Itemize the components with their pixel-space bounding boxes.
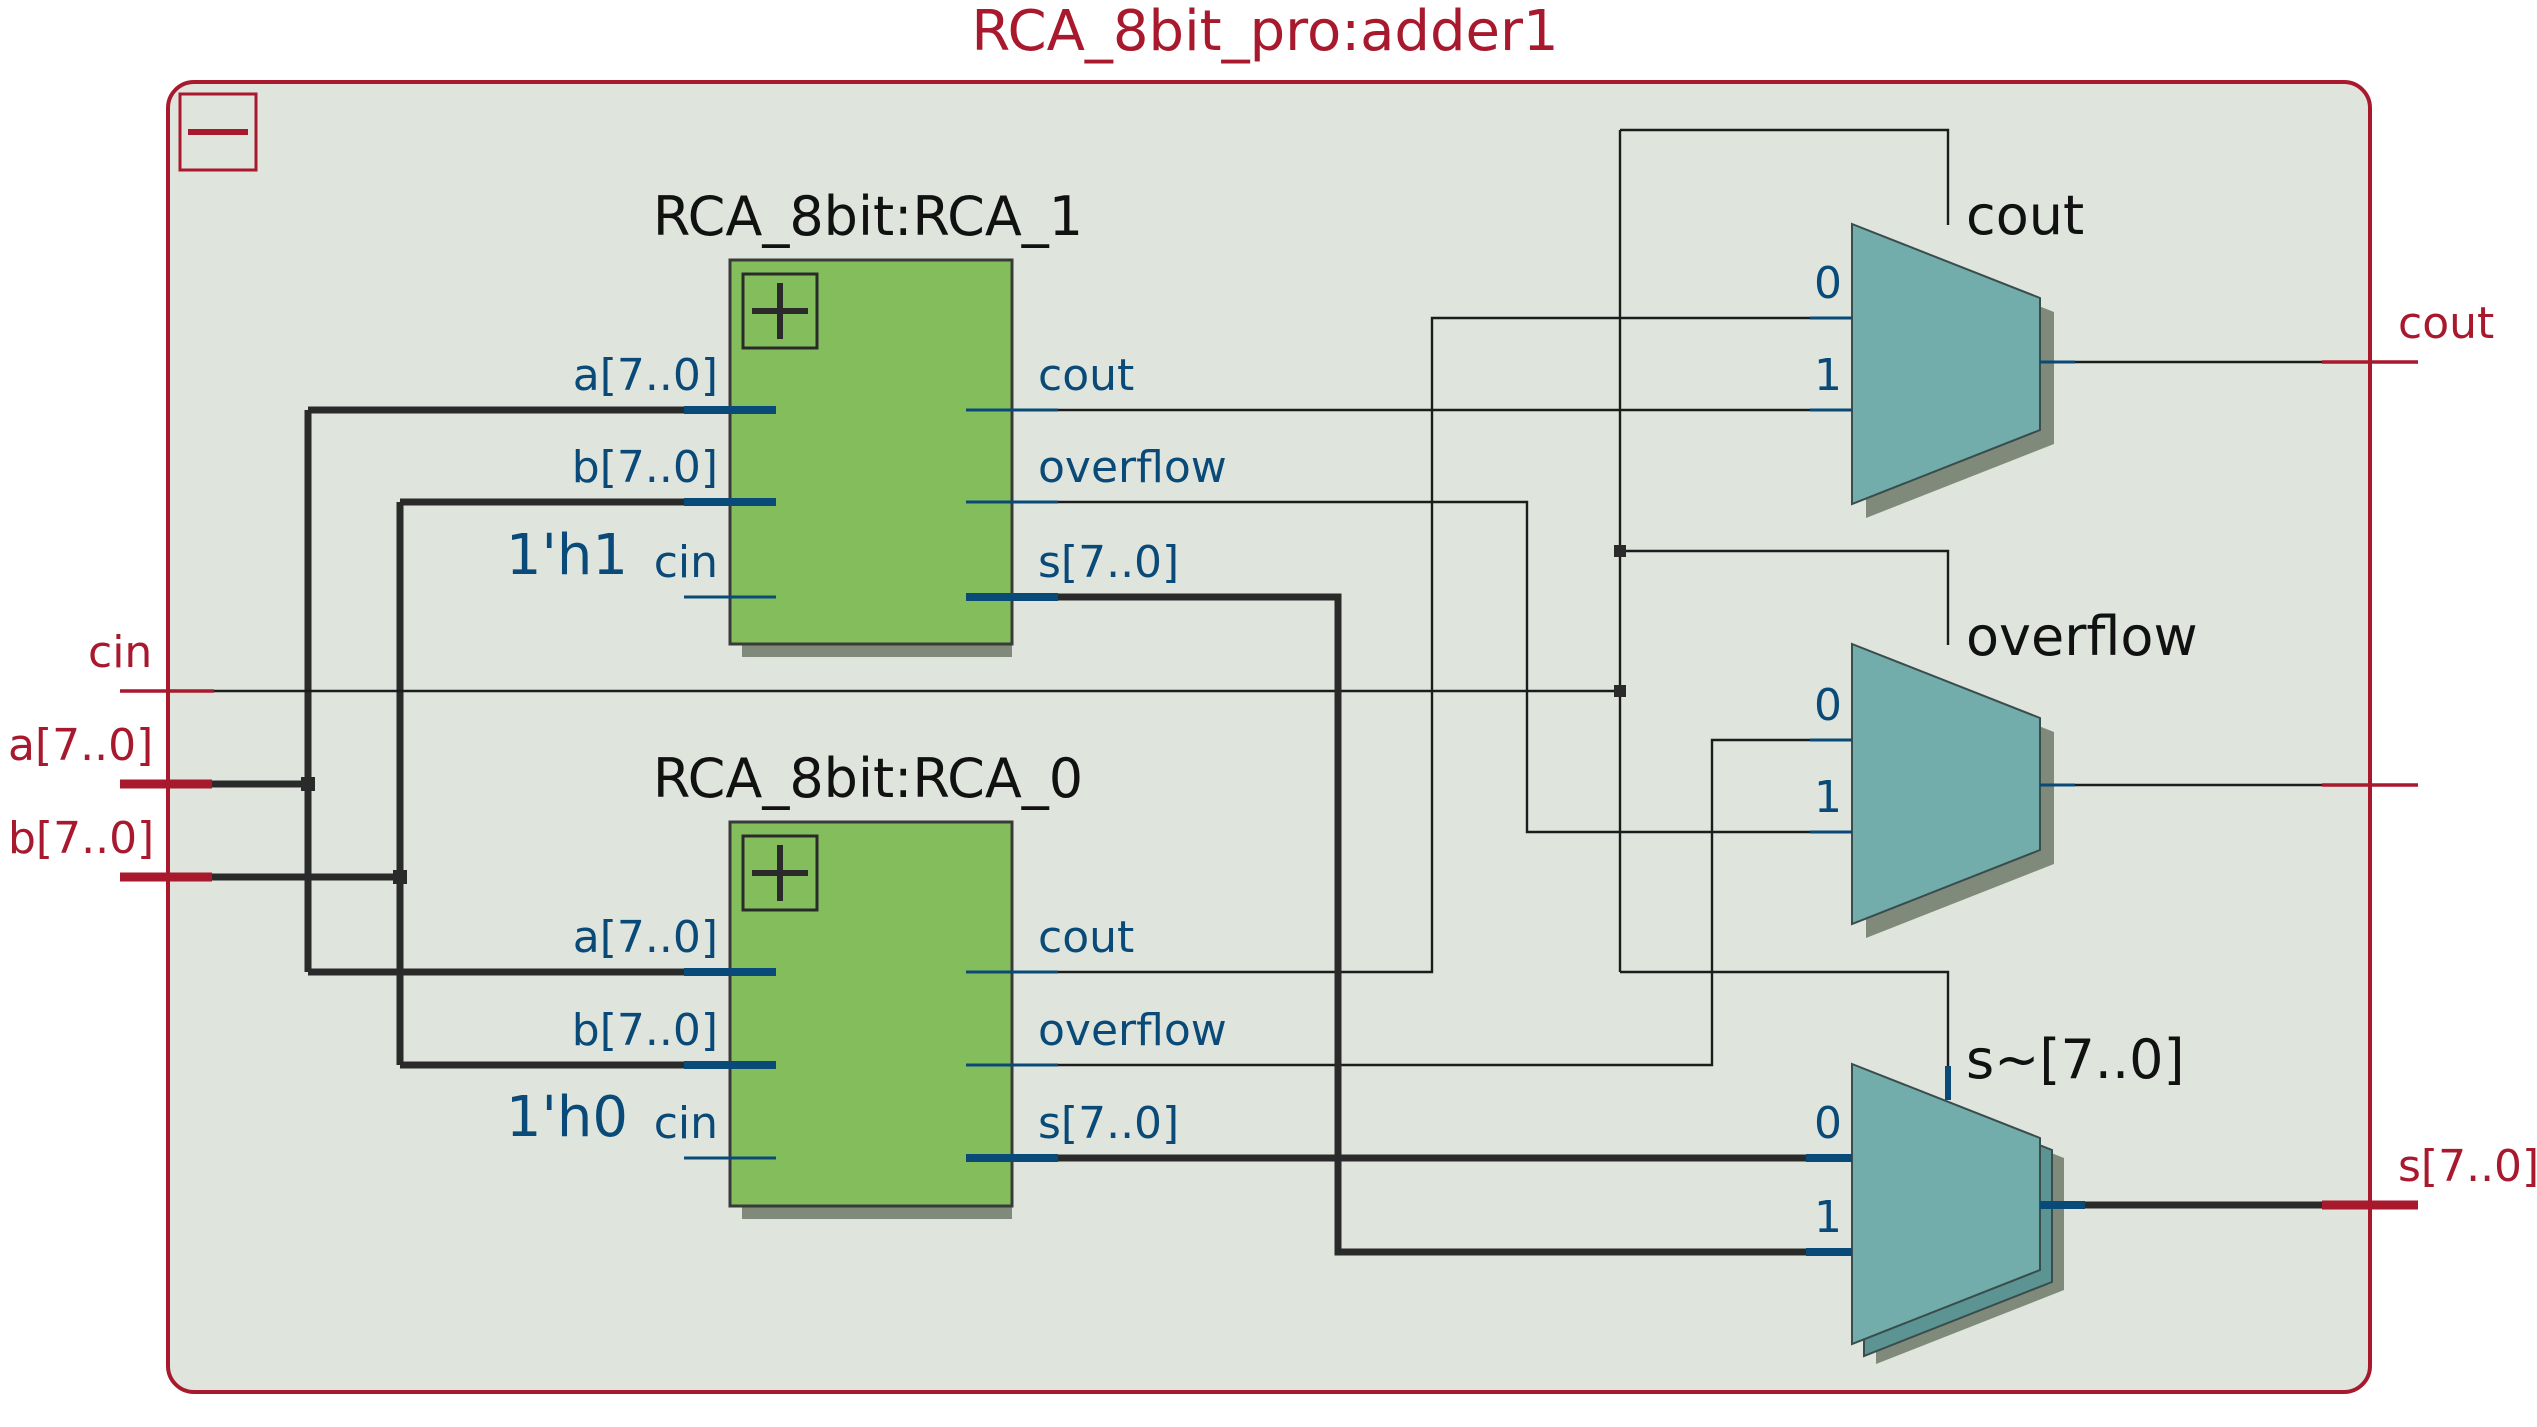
port-label-s: s[7..0] — [1038, 537, 1179, 588]
port-label-a: a[7..0] — [573, 350, 718, 401]
mux-in1-label: 1 — [1814, 772, 1842, 823]
instance-title: RCA_8bit:RCA_0 — [653, 747, 1083, 810]
mux-overflow[interactable]: overflow 0 1 — [1810, 605, 2198, 938]
expand-button[interactable] — [741, 834, 819, 912]
port-label-overflow: overflow — [1038, 1005, 1227, 1056]
port-label-overflow: overflow — [1038, 442, 1227, 493]
port-label-s: s[7..0] — [1038, 1098, 1179, 1149]
mux-in1-label: 1 — [1814, 350, 1842, 401]
input-label-b: b[7..0] — [8, 813, 154, 864]
output-port-s: s[7..0] — [2322, 1141, 2537, 1210]
collapse-button[interactable] — [178, 92, 258, 172]
plus-icon — [741, 272, 819, 350]
input-label-a: a[7..0] — [8, 720, 153, 771]
instance-rca-1[interactable]: RCA_8bit:RCA_1 a[7..0] b[7..0] cin 1'h1 … — [506, 185, 1227, 657]
port-label-cout: cout — [1038, 350, 1134, 401]
const-cin: 1'h1 — [506, 523, 628, 588]
mux-title: s~[7..0] — [1966, 1028, 2185, 1091]
mux-in0-label: 0 — [1814, 680, 1842, 731]
instance-title: RCA_8bit:RCA_1 — [653, 185, 1083, 248]
plus-icon — [741, 834, 819, 912]
port-label-cin: cin — [654, 537, 718, 588]
output-port-cout: cout — [2322, 298, 2494, 364]
port-label-cin: cin — [654, 1098, 718, 1149]
input-port-a: a[7..0] — [8, 720, 212, 789]
mux-in1-label: 1 — [1814, 1192, 1842, 1243]
output-label-s: s[7..0] — [2398, 1141, 2537, 1192]
mux-cout[interactable]: cout 0 1 — [1810, 184, 2084, 518]
port-label-a: a[7..0] — [573, 912, 718, 963]
port-label-b: b[7..0] — [572, 442, 718, 493]
input-label-cin: cin — [88, 627, 152, 678]
wires — [210, 128, 2325, 1256]
mux-title: overflow — [1966, 605, 2198, 668]
expand-button[interactable] — [741, 272, 819, 350]
port-label-cout: cout — [1038, 912, 1134, 963]
instance-rca-0[interactable]: RCA_8bit:RCA_0 a[7..0] b[7..0] cin 1'h0 … — [506, 747, 1227, 1219]
mux-in0-label: 0 — [1814, 1098, 1842, 1149]
mux-in0-label: 0 — [1814, 258, 1842, 309]
port-label-b: b[7..0] — [572, 1005, 718, 1056]
mux-title: cout — [1966, 184, 2084, 247]
mux-s[interactable]: s~[7..0] 0 1 — [1806, 1028, 2185, 1364]
const-cin: 1'h0 — [506, 1085, 628, 1150]
input-port-cin: cin — [88, 627, 214, 693]
output-label-cout: cout — [2398, 298, 2494, 349]
module-title: RCA_8bit_pro:adder1 — [971, 0, 1558, 64]
minus-icon — [178, 92, 258, 172]
input-port-b: b[7..0] — [8, 813, 212, 882]
